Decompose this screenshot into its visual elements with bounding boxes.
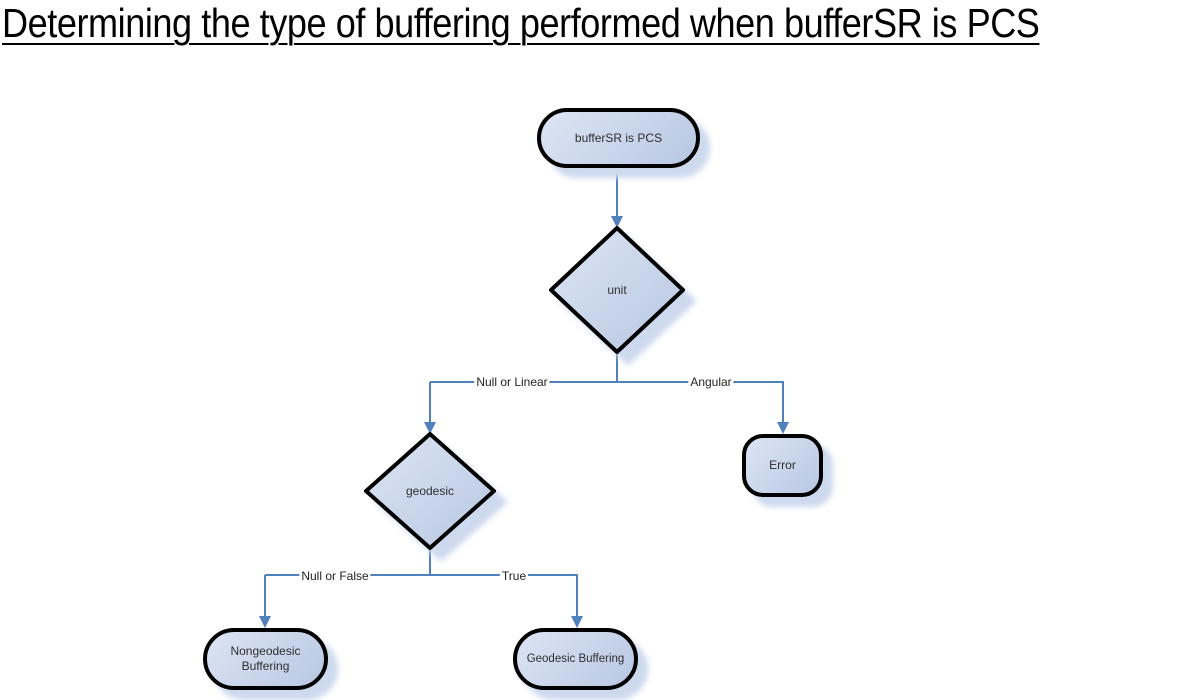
arrow-down-icon: [571, 616, 583, 628]
decision-diamond-shape: [364, 432, 496, 550]
decision-diamond-shape: [549, 226, 685, 354]
connector-geodesic-to-nongeodesic: [264, 575, 266, 616]
connector-geodesic-branch: [265, 574, 578, 576]
edge-label-angular: Angular: [688, 375, 734, 389]
node-error: Error: [742, 434, 823, 497]
connector-unit-branch: [430, 381, 784, 383]
connector-geodesic-to-geodesic-buffering: [576, 575, 578, 616]
arrow-down-icon: [259, 616, 271, 628]
connector-start-to-unit: [616, 168, 618, 216]
node-unit: unit: [549, 226, 685, 354]
node-nongeodesic-buffering: Nongeodesic Buffering: [203, 628, 328, 690]
edge-label-null-or-false: Null or False: [299, 569, 371, 583]
node-geodesic-buffering: Geodesic Buffering: [513, 628, 638, 690]
node-geodesic-label: geodesic: [405, 484, 455, 498]
node-nongeodesic-buffering-label: Nongeodesic Buffering: [230, 644, 301, 673]
arrow-down-icon: [777, 422, 789, 434]
node-start-label: bufferSR is PCS: [574, 130, 663, 145]
connector-geodesic-stem: [429, 547, 431, 575]
edge-label-true: True: [499, 569, 529, 583]
node-unit-label: unit: [607, 283, 627, 297]
page-title: Determining the type of buffering perfor…: [2, 0, 1040, 46]
node-start: bufferSR is PCS: [537, 108, 700, 168]
connector-unit-to-geodesic: [429, 382, 431, 422]
node-error-label: Error: [769, 458, 796, 472]
arrow-down-icon: [424, 422, 436, 434]
arrow-down-icon: [611, 216, 623, 228]
node-geodesic-buffering-label: Geodesic Buffering: [526, 652, 625, 665]
connector-unit-to-error: [782, 382, 784, 422]
node-geodesic: geodesic: [364, 432, 496, 550]
connector-unit-stem: [616, 352, 618, 383]
edge-label-null-or-linear: Null or Linear: [474, 375, 550, 389]
